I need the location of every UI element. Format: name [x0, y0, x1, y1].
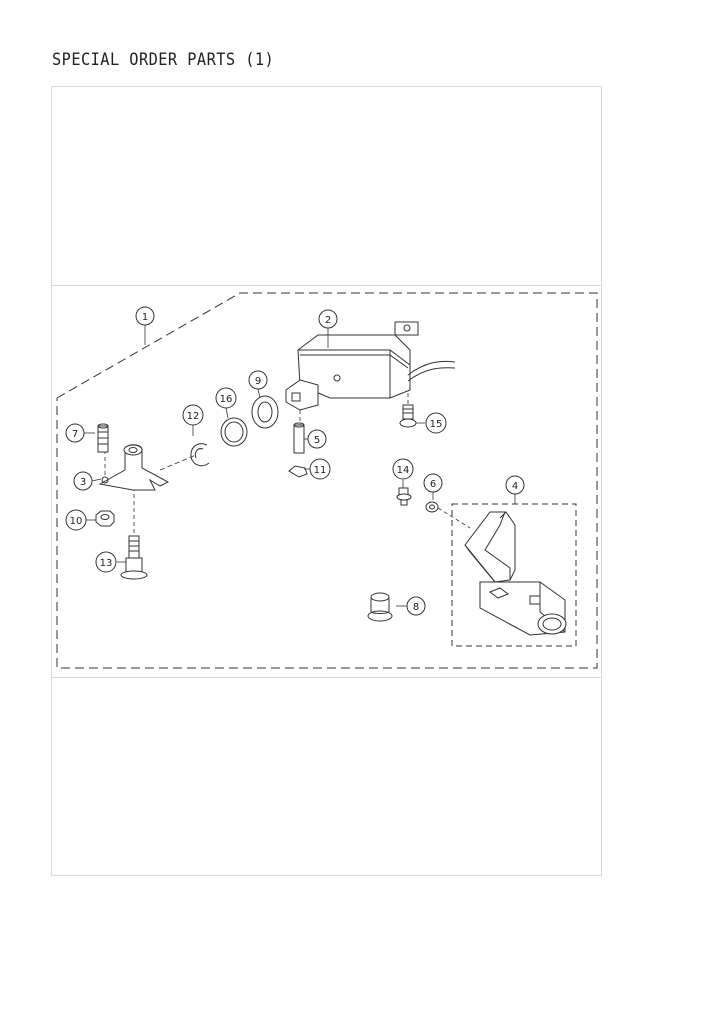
callout-3: 3 — [73, 471, 93, 491]
callout-14: 14 — [392, 458, 414, 480]
part-9-ring — [251, 395, 279, 429]
callout-15: 15 — [425, 412, 447, 434]
page-title: SPECIAL ORDER PARTS (1) — [52, 50, 275, 70]
svg-text:16: 16 — [220, 394, 233, 405]
part-8-bushing — [367, 592, 393, 622]
part-7-set-screw — [97, 423, 109, 453]
callout-9: 9 — [248, 370, 268, 390]
part-10-nut — [95, 510, 115, 527]
part-16-washer — [220, 417, 248, 447]
callout-2: 2 — [318, 309, 338, 329]
part-6-washer — [425, 501, 439, 513]
svg-text:11: 11 — [314, 465, 327, 476]
svg-text:5: 5 — [314, 435, 320, 446]
callout-16: 16 — [215, 387, 237, 409]
svg-text:6: 6 — [430, 479, 436, 490]
callout-1: 1 — [135, 306, 155, 326]
svg-text:1: 1 — [142, 312, 148, 323]
svg-text:2: 2 — [325, 315, 331, 326]
top-divider — [51, 285, 602, 286]
assembly-boundary-dashed — [56, 292, 598, 669]
callout-8: 8 — [406, 596, 426, 616]
part-15-screw — [399, 404, 417, 428]
part-4-switch-bracket — [464, 511, 567, 636]
svg-text:3: 3 — [80, 477, 86, 488]
callout-7: 7 — [65, 423, 85, 443]
svg-text:8: 8 — [413, 602, 419, 613]
part-5-pin — [293, 422, 305, 454]
svg-text:7: 7 — [72, 429, 78, 440]
svg-text:4: 4 — [512, 481, 518, 492]
part-2-solenoid — [285, 321, 456, 411]
svg-text:10: 10 — [70, 516, 83, 527]
part-4-boundary-dashed — [451, 503, 577, 647]
svg-text:9: 9 — [255, 376, 261, 387]
part-14-small-screw — [396, 487, 412, 506]
part-12-retaining-ring — [190, 443, 210, 467]
svg-text:13: 13 — [100, 558, 113, 569]
svg-text:12: 12 — [187, 411, 200, 422]
part-13-stepped-shaft — [120, 535, 148, 580]
callout-11: 11 — [309, 458, 331, 480]
diagram-frame — [51, 86, 602, 876]
callout-12: 12 — [182, 404, 204, 426]
part-3-lever — [98, 444, 170, 491]
callout-5: 5 — [307, 429, 327, 449]
callout-13: 13 — [95, 551, 117, 573]
svg-text:14: 14 — [397, 465, 410, 476]
callout-4: 4 — [505, 475, 525, 495]
callout-10: 10 — [65, 509, 87, 531]
part-11-e-clip — [288, 465, 308, 478]
svg-text:15: 15 — [430, 419, 443, 430]
bottom-divider — [51, 677, 602, 678]
callout-6: 6 — [423, 473, 443, 493]
